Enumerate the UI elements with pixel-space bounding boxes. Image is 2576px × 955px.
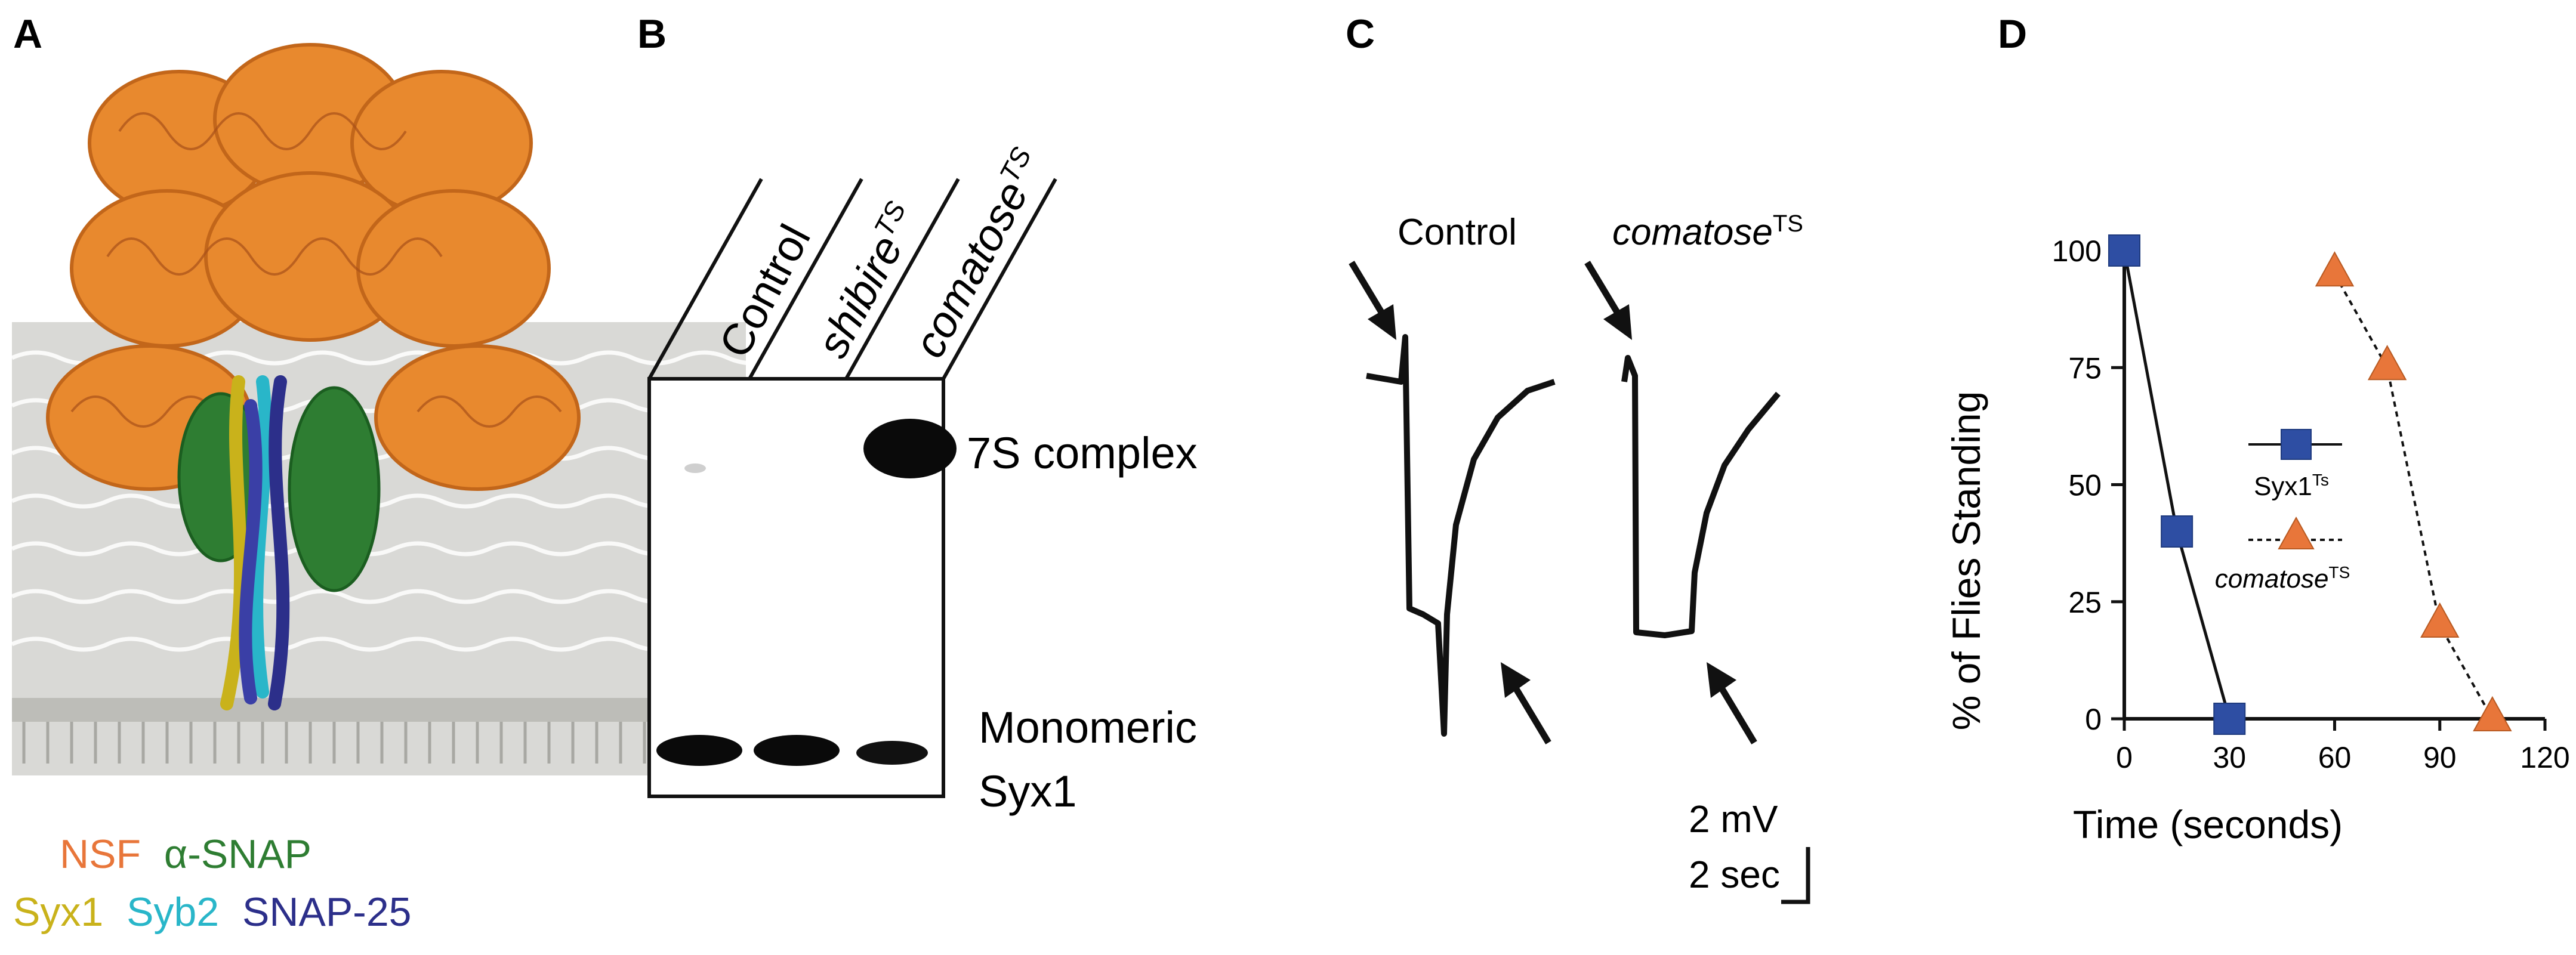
panel-a-legend-line2: Syx1 Syb2 SNAP-25 bbox=[13, 889, 411, 935]
point-triangle bbox=[2420, 602, 2460, 638]
survival-chart: 0 25 50 75 100 0 30 60 90 120 bbox=[2052, 234, 2570, 774]
arrows bbox=[1349, 261, 1757, 744]
y-axis-label: % of Flies Standing bbox=[1944, 391, 1988, 731]
trace-control bbox=[1366, 334, 1556, 737]
band-label-7s: 7S complex bbox=[967, 428, 1198, 478]
lane-label-comatose: comatoseTS bbox=[903, 142, 1054, 366]
scale-bar bbox=[1781, 847, 1810, 904]
band-label-monomeric: Monomeric bbox=[979, 703, 1197, 752]
legend-syb2: Syb2 bbox=[127, 889, 219, 935]
series-markers bbox=[2108, 234, 2512, 735]
point-square bbox=[2161, 515, 2194, 548]
legend-comatose-label: comatoseTS bbox=[2215, 563, 2350, 594]
x-ticks: 0 30 60 90 120 bbox=[2116, 719, 2570, 774]
scale-time: 2 sec bbox=[1689, 853, 1780, 896]
membrane-image bbox=[11, 43, 783, 775]
gel-lane-headers bbox=[647, 178, 1057, 380]
x-tick-label: 60 bbox=[2318, 741, 2352, 774]
y-tick-label: 25 bbox=[2068, 586, 2102, 619]
x-tick-label: 120 bbox=[2520, 741, 2569, 774]
band-7s-comatose bbox=[863, 419, 957, 478]
y-tick-label: 100 bbox=[2052, 234, 2102, 268]
point-triangle bbox=[2367, 345, 2407, 381]
legend-nsf: NSF bbox=[60, 832, 141, 877]
point-triangle bbox=[2473, 696, 2512, 731]
lane-labels: Control shibireTS comatoseTS bbox=[709, 142, 1054, 366]
y-tick-label: 50 bbox=[2068, 469, 2102, 502]
legend-syx1-label: Syx1Ts bbox=[2254, 471, 2329, 501]
band-mono-shibire bbox=[754, 735, 840, 766]
point-square bbox=[2213, 703, 2246, 735]
panel-a-legend-line1: NSF α-SNAP bbox=[60, 832, 311, 877]
trace-comatose bbox=[1621, 355, 1781, 638]
x-tick-label: 0 bbox=[2116, 741, 2133, 774]
panel-a-letter: A bbox=[13, 11, 42, 57]
band-mono-comatose bbox=[856, 741, 928, 765]
chart-legend: Syx1Ts comatoseTS bbox=[2215, 429, 2350, 594]
legend-snap25: SNAP-25 bbox=[242, 889, 411, 935]
x-tick-label: 90 bbox=[2423, 741, 2457, 774]
band-mono-control bbox=[656, 735, 742, 766]
legend-comatose-marker bbox=[2278, 516, 2315, 549]
panel-b-letter: B bbox=[637, 11, 667, 57]
legend-syx1-marker bbox=[2281, 429, 2312, 460]
panel-c-letter: C bbox=[1346, 11, 1375, 57]
trace-label-comatose: comatoseTS bbox=[1612, 211, 1803, 253]
point-triangle bbox=[2315, 251, 2355, 287]
y-ticks: 0 25 50 75 100 bbox=[2052, 234, 2124, 736]
gel-bands bbox=[656, 419, 957, 766]
legend-alpha-snap: α-SNAP bbox=[164, 832, 311, 877]
scale-voltage: 2 mV bbox=[1689, 798, 1778, 840]
band-label-syx1: Syx1 bbox=[979, 767, 1077, 816]
trace-label-control: Control bbox=[1397, 212, 1517, 253]
band-faint-control bbox=[684, 463, 706, 473]
x-tick-label: 30 bbox=[2213, 741, 2246, 774]
ejp-traces bbox=[1366, 334, 1781, 737]
series-line-0 bbox=[2122, 250, 2231, 719]
x-axis-label: Time (seconds) bbox=[2073, 802, 2343, 846]
series-line-1 bbox=[2333, 273, 2494, 719]
panel-d-letter: D bbox=[1998, 11, 2027, 57]
legend-syx1: Syx1 bbox=[13, 889, 103, 935]
point-square bbox=[2108, 234, 2140, 267]
y-tick-label: 75 bbox=[2068, 351, 2102, 385]
y-tick-label: 0 bbox=[2085, 703, 2102, 736]
